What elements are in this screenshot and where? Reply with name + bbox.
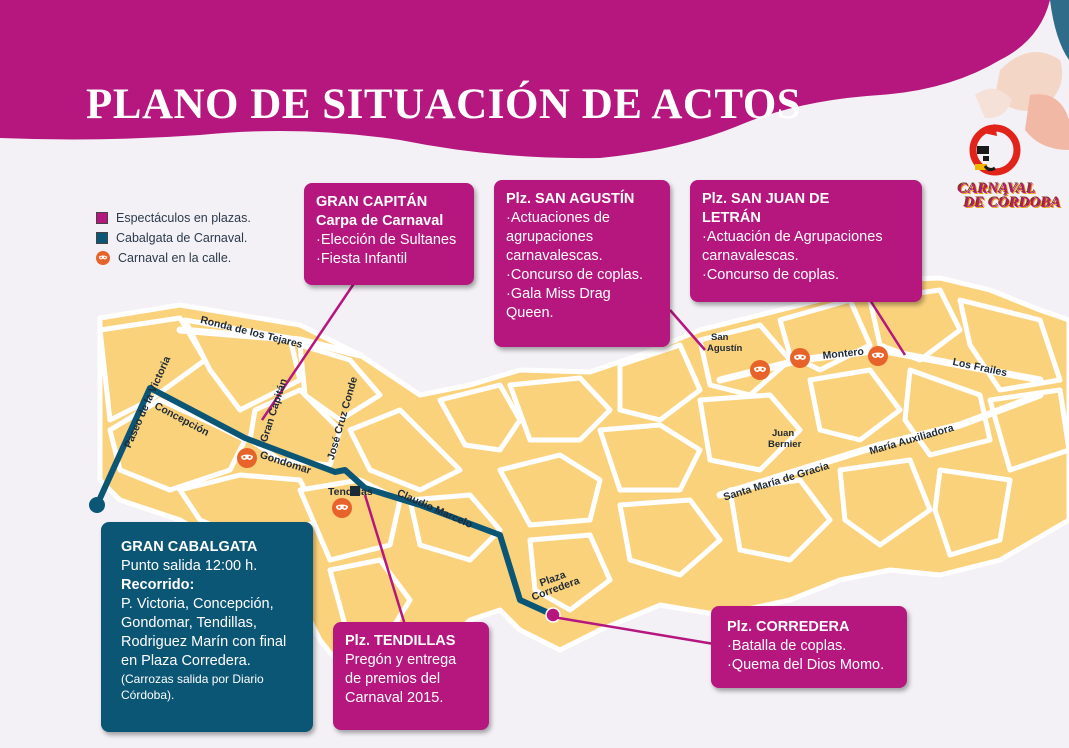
mask-icon xyxy=(790,348,810,368)
leader-lines xyxy=(260,281,907,647)
decorative-flower xyxy=(975,52,1069,150)
header-band xyxy=(0,0,1050,159)
mask-icon xyxy=(332,498,352,518)
legend-item-cabalgata: Cabalgata de Carnaval. xyxy=(96,228,251,248)
route-start-marker xyxy=(89,497,105,513)
mask-icon xyxy=(237,448,257,468)
carnaval-logo-text: CARNAVAL DE CÓRDOBA xyxy=(958,181,1062,211)
street-label: Bernier xyxy=(768,439,802,450)
mask-icon xyxy=(96,251,110,265)
legend: Espectáculos en plazas. Cabalgata de Car… xyxy=(96,208,251,268)
page-title: PLANO DE SITUACIÓN DE ACTOS xyxy=(86,81,802,128)
street-label: Tendillas xyxy=(328,486,373,498)
street-label: Juan xyxy=(772,428,795,439)
pink-square-icon xyxy=(96,212,108,224)
gran-capitan-box: GRAN CAPITÁN Carpa de Carnaval ·Elección… xyxy=(304,183,474,285)
mask-icon xyxy=(868,346,888,366)
san-juan-letran-box: Plz. SAN JUAN DE LETRÁN ·Actuación de Ag… xyxy=(690,180,922,302)
san-agustin-box: Plz. SAN AGUSTÍN ·Actuaciones de agrupac… xyxy=(494,180,670,347)
gran-cabalgata-box: GRAN CABALGATA Punto salida 12:00 h. Rec… xyxy=(101,522,313,732)
blue-square-icon xyxy=(96,232,108,244)
mask-icon xyxy=(750,360,770,380)
route-end-marker xyxy=(545,607,561,623)
street-label: San xyxy=(711,332,729,343)
corredera-box: Plz. CORREDERA ·Batalla de coplas. ·Quem… xyxy=(711,606,907,688)
tendillas-box: Plz. TENDILLAS Pregón y entrega de premi… xyxy=(333,622,489,730)
street-label: Agustín xyxy=(707,343,743,354)
cabalgata-route xyxy=(94,385,555,618)
legend-item-calle: Carnaval en la calle. xyxy=(96,248,251,268)
legend-item-plazas: Espectáculos en plazas. xyxy=(96,208,251,228)
carnaval-logo-icon xyxy=(969,124,1021,176)
tendillas-marker xyxy=(350,486,360,496)
